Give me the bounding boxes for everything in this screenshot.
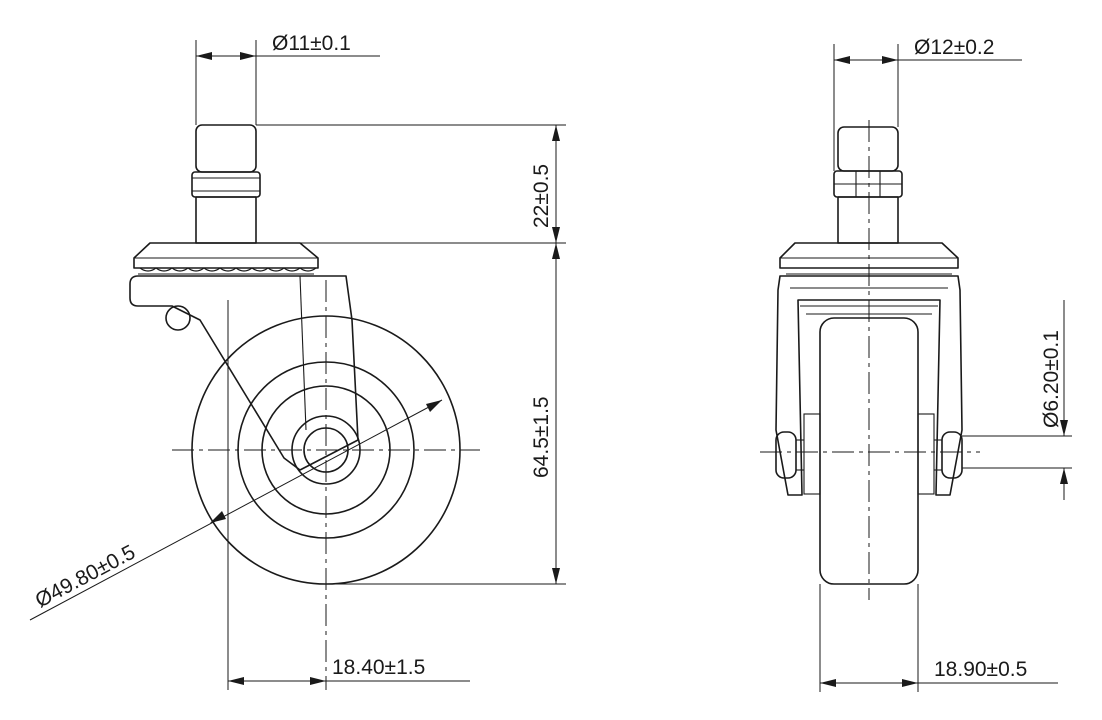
dim-overall-height: 64.5±1.5 [326,243,566,585]
front-axle [775,431,963,479]
dim-axle-diameter: Ø6.20±0.1 [962,300,1072,500]
dim-label-offset: 18.40±1.5 [332,656,425,679]
side-fork [129,275,359,471]
side-top-plate [133,242,319,275]
dim-wheel-width: 18.90±0.5 [819,584,1058,692]
dim-label-stem-height: 22±0.5 [530,164,553,228]
dim-label-stem-diameter-front: Ø12±0.2 [914,36,994,59]
dim-label-axle-diameter: Ø6.20±0.1 [1040,330,1063,428]
dim-wheel-diameter: Ø49.80±0.5 [29,399,443,621]
side-view [129,124,480,690]
front-view [760,120,980,600]
dim-label-wheel-width: 18.90±0.5 [934,658,1027,681]
dim-label-stem-diameter-side: Ø11±0.1 [272,32,351,55]
front-stem [833,126,903,244]
dim-offset: 18.40±1.5 [227,300,470,690]
dim-stem-height: 22±0.5 [256,124,566,244]
dim-label-wheel-diameter: Ø49.80±0.5 [32,541,140,613]
side-stem [191,124,261,244]
dim-stem-diameter-front: Ø12±0.2 [833,36,1022,171]
dim-stem-diameter-side: Ø11±0.1 [195,32,380,125]
dim-label-overall-height: 64.5±1.5 [530,396,553,478]
